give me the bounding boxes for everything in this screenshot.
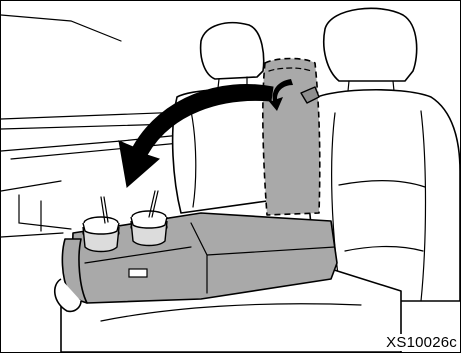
cup-right bbox=[131, 191, 167, 246]
armrest-latch bbox=[129, 269, 147, 277]
figure-code-label: XS10026c bbox=[385, 334, 458, 351]
headrest bbox=[324, 8, 417, 101]
cup-left bbox=[83, 197, 119, 252]
